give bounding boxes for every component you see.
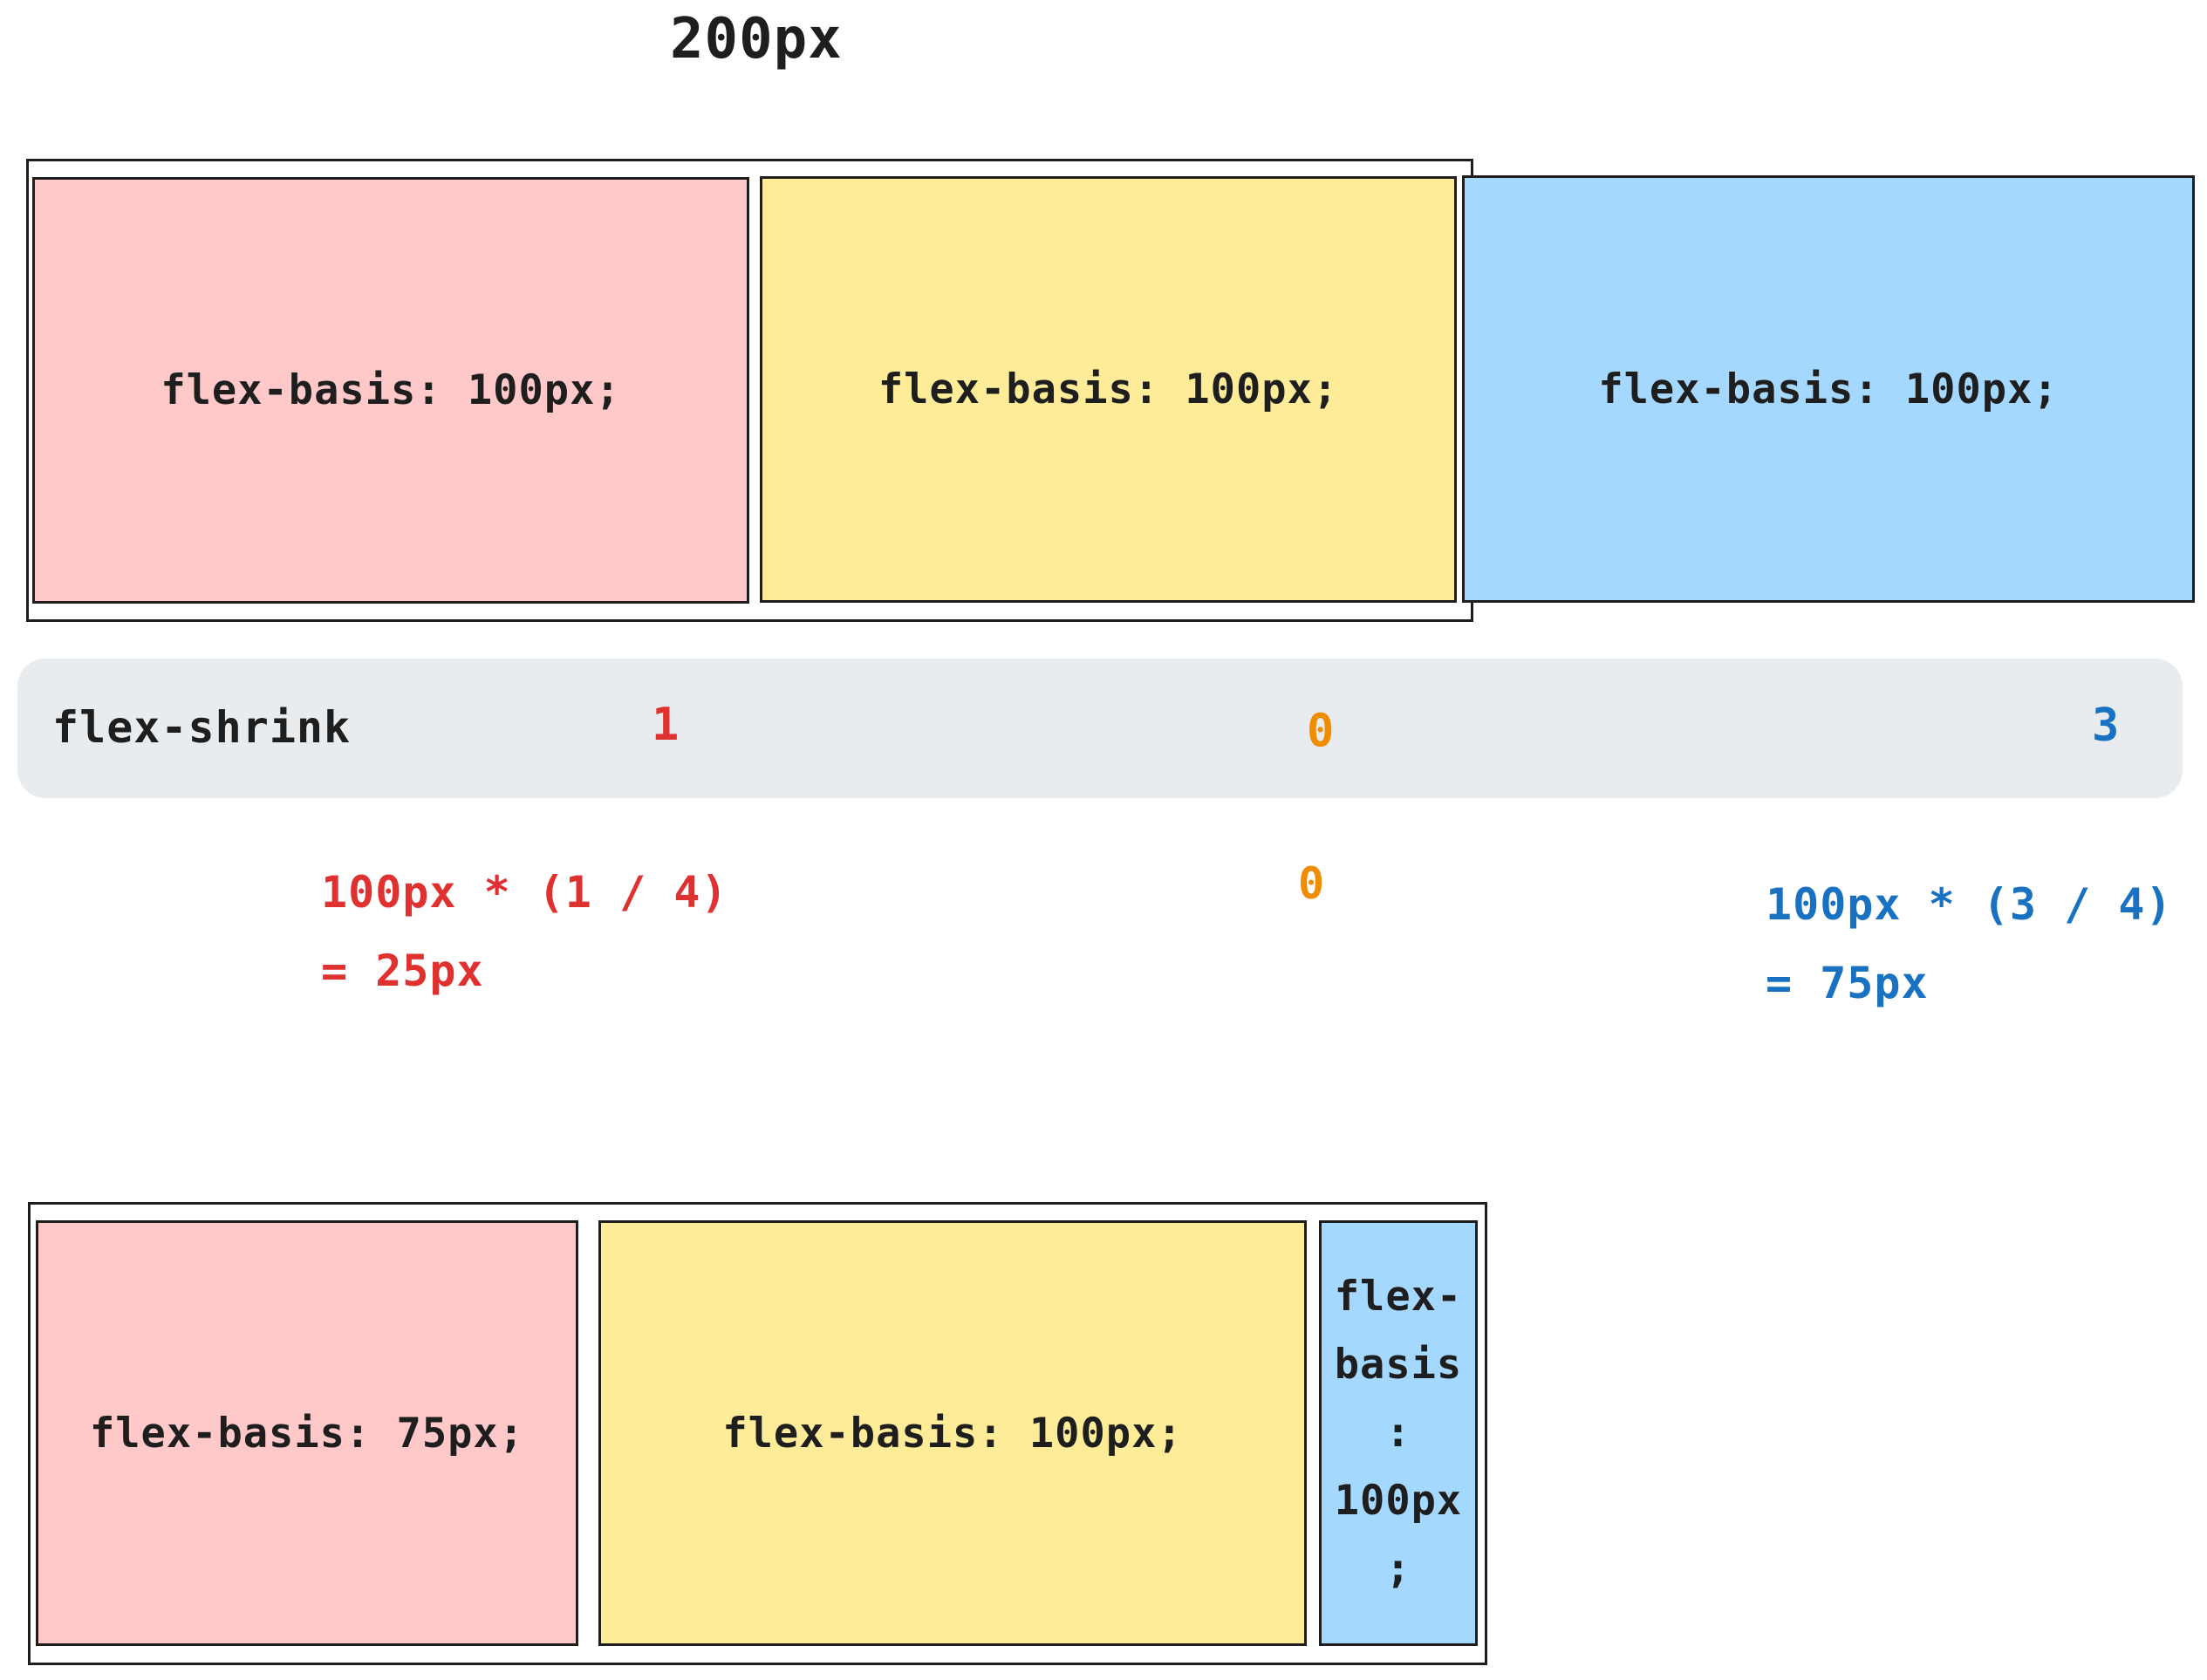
flex-shrink-value-blue: 3 xyxy=(2092,700,2120,752)
shrink-calculation-pink: 100px * (1 / 4) = 25px xyxy=(321,867,728,996)
flex-shrink-value-yellow: 0 xyxy=(1307,705,1335,758)
flex-shrink-label: flex-shrink xyxy=(52,701,352,753)
result-item-pink: flex-basis: 75px; xyxy=(36,1220,578,1646)
flex-shrink-bar: flex-shrink 1 0 3 xyxy=(17,659,2183,798)
flex-shrink-value-pink: 1 xyxy=(652,698,680,751)
flex-item-yellow: flex-basis: 100px; xyxy=(760,176,1457,603)
result-item-yellow: flex-basis: 100px; xyxy=(598,1220,1307,1646)
shrink-calculation-yellow: 0 xyxy=(1298,858,1326,909)
flex-item-blue: flex-basis: 100px; xyxy=(1462,175,2195,603)
shrink-calculation-blue: 100px * (3 / 4) = 75px xyxy=(1766,879,2173,1008)
container-width-label: 200px xyxy=(670,7,843,72)
result-item-blue: flex- basis : 100px ; xyxy=(1319,1220,1478,1646)
flex-item-pink: flex-basis: 100px; xyxy=(32,177,749,604)
